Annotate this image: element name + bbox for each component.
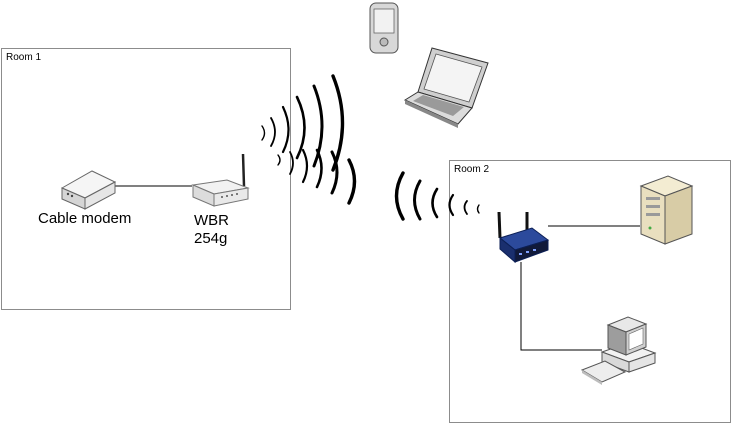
wifi-waves-icon [261, 74, 480, 221]
server-tower-icon [639, 175, 694, 245]
wbr-label-line2: 254g [194, 230, 228, 247]
desktop-computer-icon [580, 316, 657, 385]
room-1-label: Room 1 [6, 52, 42, 63]
wireless-router-icon [497, 211, 550, 264]
cable-modem-label: Cable modem [38, 210, 132, 227]
pda-icon [369, 2, 399, 54]
room-2-label: Room 2 [454, 164, 490, 175]
cable-modem-icon [60, 170, 117, 210]
wbr-label-line1: WBR [194, 212, 229, 229]
router-to-desktop-link [520, 262, 602, 351]
laptop-icon [403, 47, 489, 128]
wbr-router-icon [191, 153, 250, 207]
wbr-label: WBR 254g [194, 212, 229, 248]
